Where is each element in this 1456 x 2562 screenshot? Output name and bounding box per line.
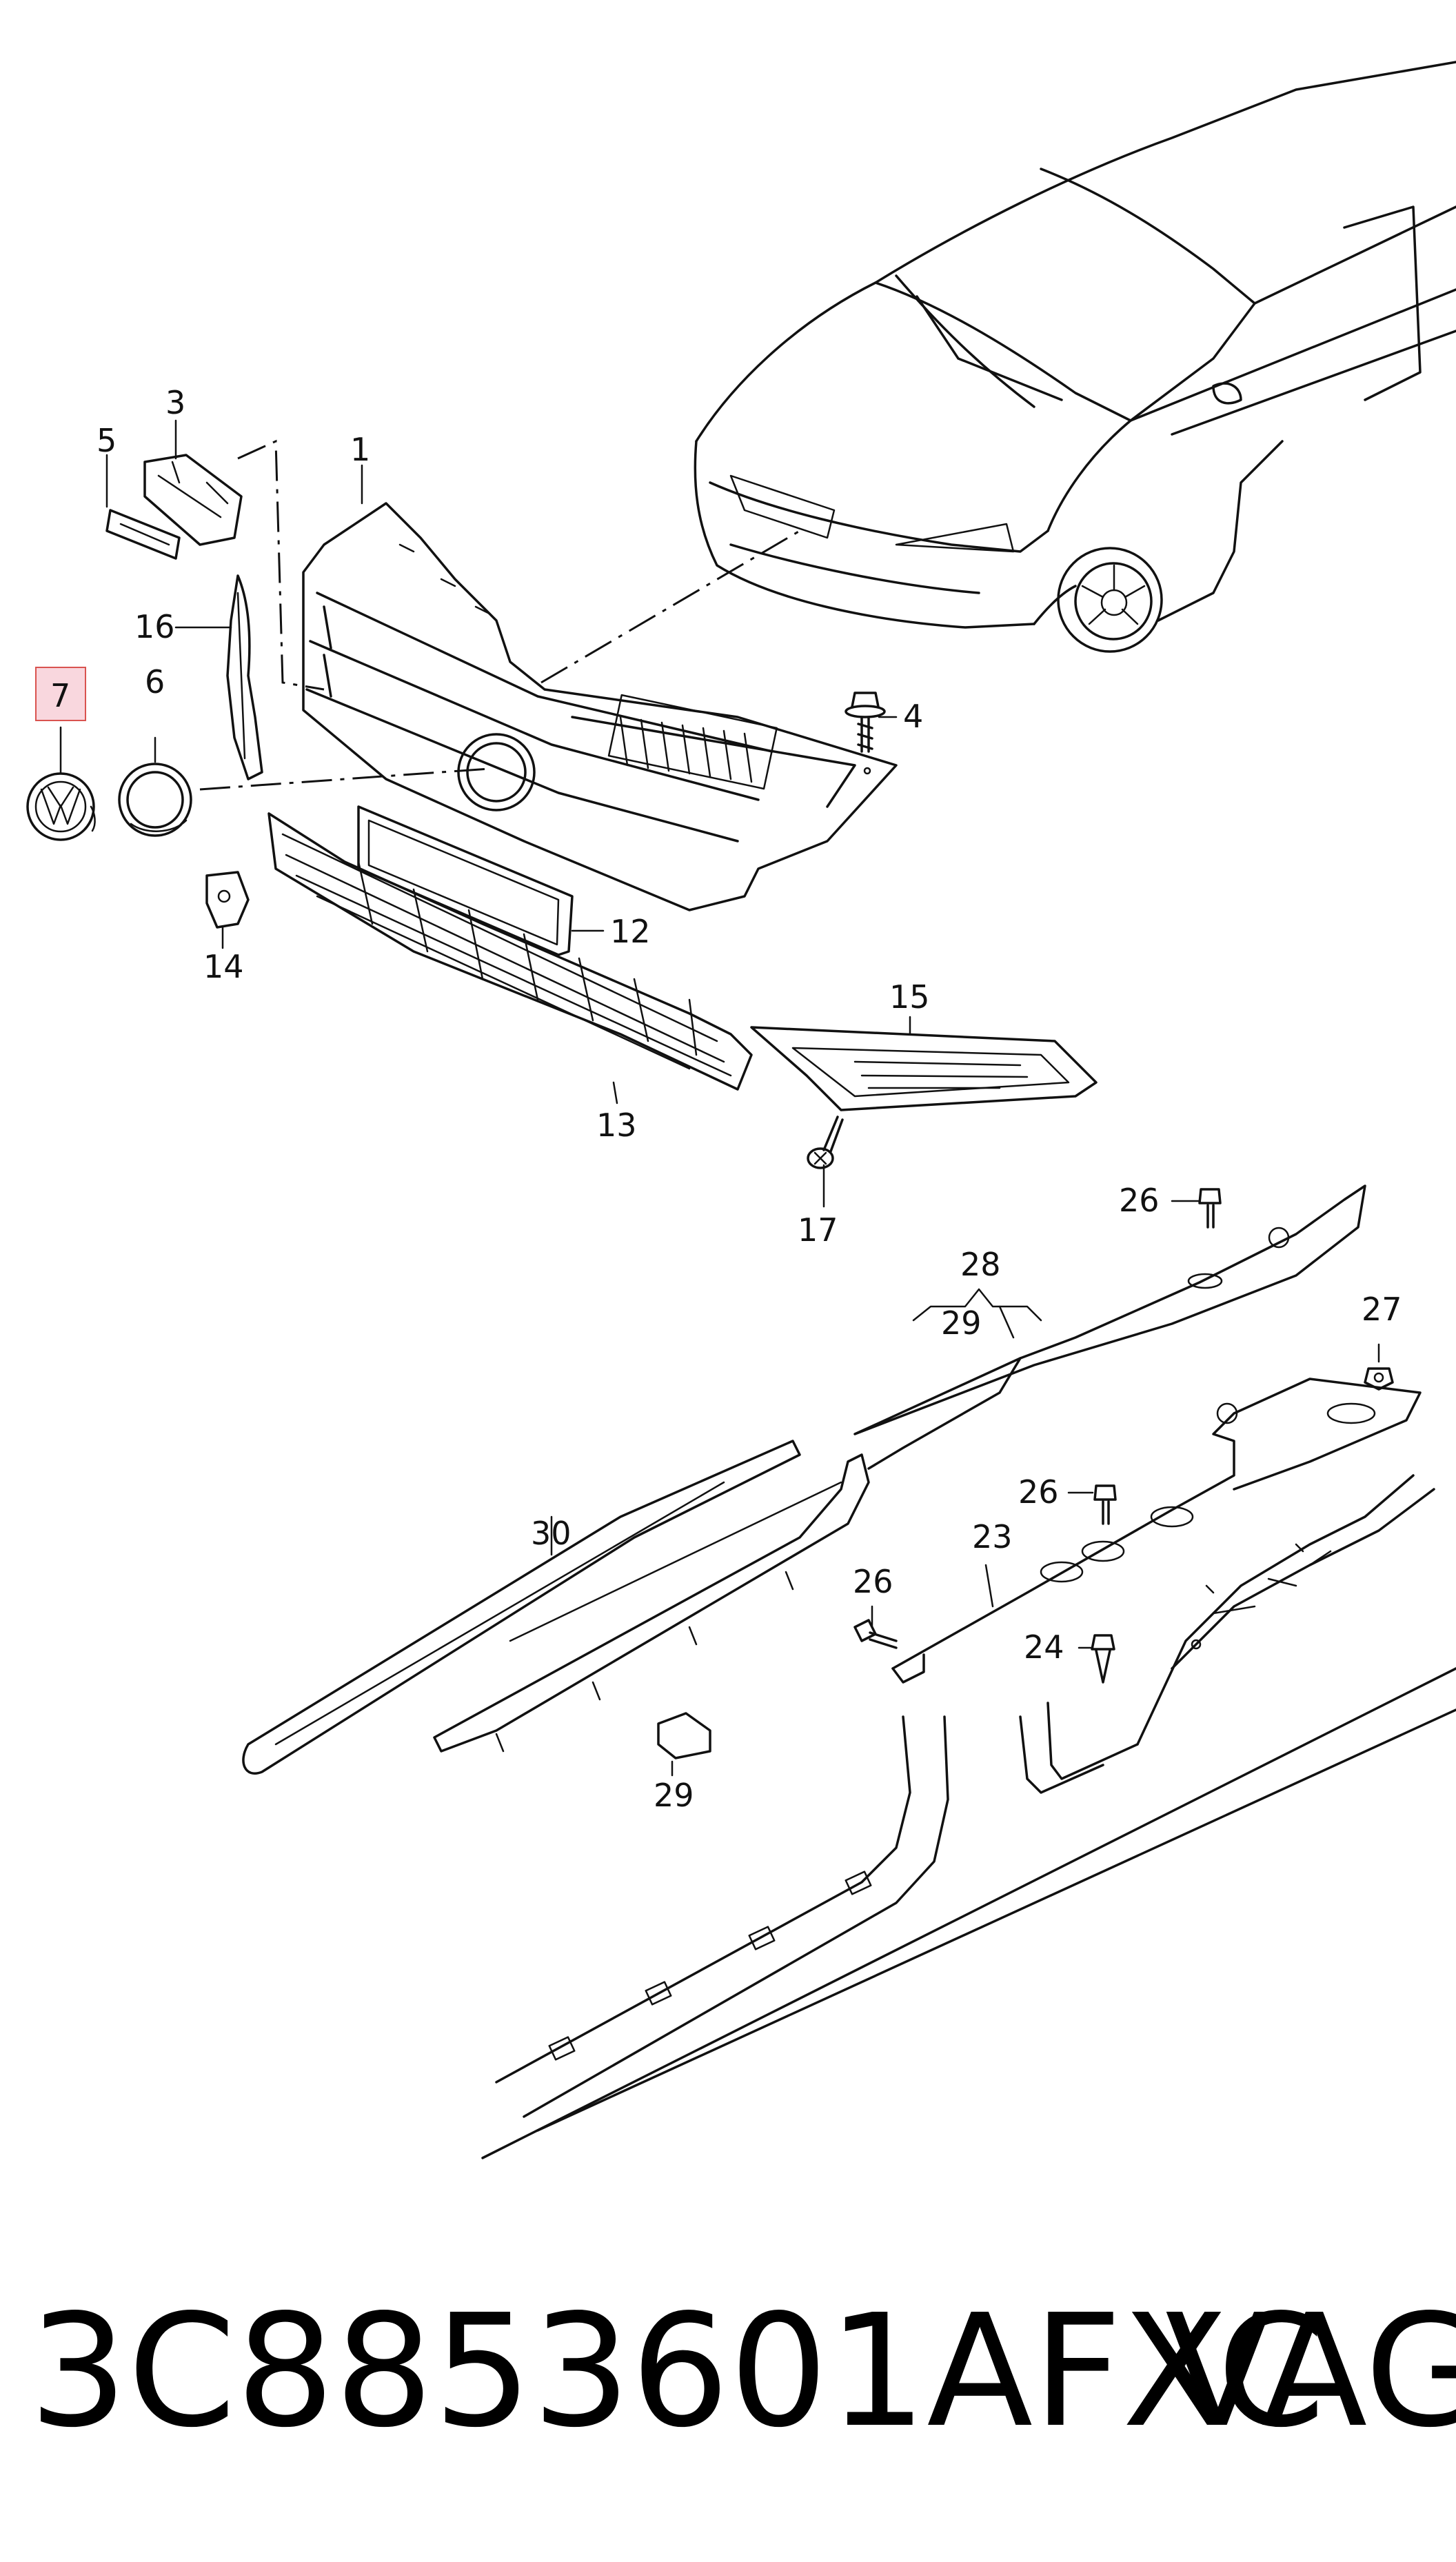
manufacturer-name: VAG	[1165, 2281, 1456, 2462]
emblem-ring-part-6	[118, 763, 192, 837]
screw-part-4	[845, 692, 886, 775]
part-label-24: 24	[1024, 1628, 1064, 1666]
car-illustration	[694, 61, 1456, 653]
clip-part-29	[657, 1712, 711, 1759]
screw-part-26b	[1093, 1484, 1117, 1525]
part-number-footer: 3C8853601AFXC VAG	[0, 2268, 1456, 2475]
part-label-16: 16	[134, 608, 175, 645]
part-number: 3C8853601AFXC	[29, 2281, 1326, 2462]
badge-part-5	[105, 509, 181, 560]
part-label-3: 3	[165, 384, 185, 421]
part-label-7: 7	[50, 677, 70, 714]
part-label-4: 4	[903, 698, 923, 735]
vw-emblem-part-7	[26, 772, 96, 841]
nut-part-27	[1364, 1367, 1394, 1391]
plate-holder-part-12	[357, 805, 574, 956]
clip-part-24	[1091, 1634, 1115, 1684]
sill-trim-part-28	[853, 1184, 1366, 1470]
body-sill	[481, 1474, 1456, 2159]
bracket-part-3	[143, 454, 243, 546]
fog-grille-part-15	[750, 1026, 1098, 1111]
clip-part-14	[205, 871, 250, 929]
part-label-1: 1	[350, 431, 370, 468]
part-label-5: 5	[97, 422, 117, 459]
side-strip-part-16	[226, 574, 263, 780]
sill-panel	[433, 1453, 870, 1753]
part-label-28: 28	[960, 1246, 1001, 1283]
screw-part-26c	[853, 1619, 898, 1649]
screw-part-17	[807, 1116, 844, 1169]
part-label-6: 6	[145, 663, 165, 700]
assembly-line	[199, 767, 490, 791]
part-label-12: 12	[610, 913, 651, 950]
part-label-27: 27	[1362, 1291, 1402, 1328]
assembly-line	[237, 439, 325, 691]
upper-grille	[302, 502, 898, 911]
part-label-29b: 29	[654, 1777, 694, 1814]
highlight-box	[35, 667, 86, 721]
part-label-26a: 26	[1119, 1182, 1160, 1219]
part-label-15: 15	[889, 978, 930, 1016]
part-label-26c: 26	[853, 1563, 893, 1600]
part-label-29a: 29	[941, 1304, 982, 1342]
sill-bracket-part-23	[891, 1378, 1422, 1684]
part-label-17: 17	[798, 1211, 838, 1249]
part-label-14: 14	[203, 948, 244, 985]
part-label-30: 30	[531, 1515, 572, 1552]
screw-part-26a	[1198, 1188, 1222, 1229]
lower-grille-part-13	[267, 812, 753, 1091]
part-label-13: 13	[596, 1107, 637, 1144]
leader-lines	[59, 419, 1380, 1777]
part-label-23: 23	[972, 1518, 1013, 1555]
sill-strip-part-30	[242, 1440, 801, 1775]
part-label-26b: 26	[1018, 1473, 1059, 1511]
